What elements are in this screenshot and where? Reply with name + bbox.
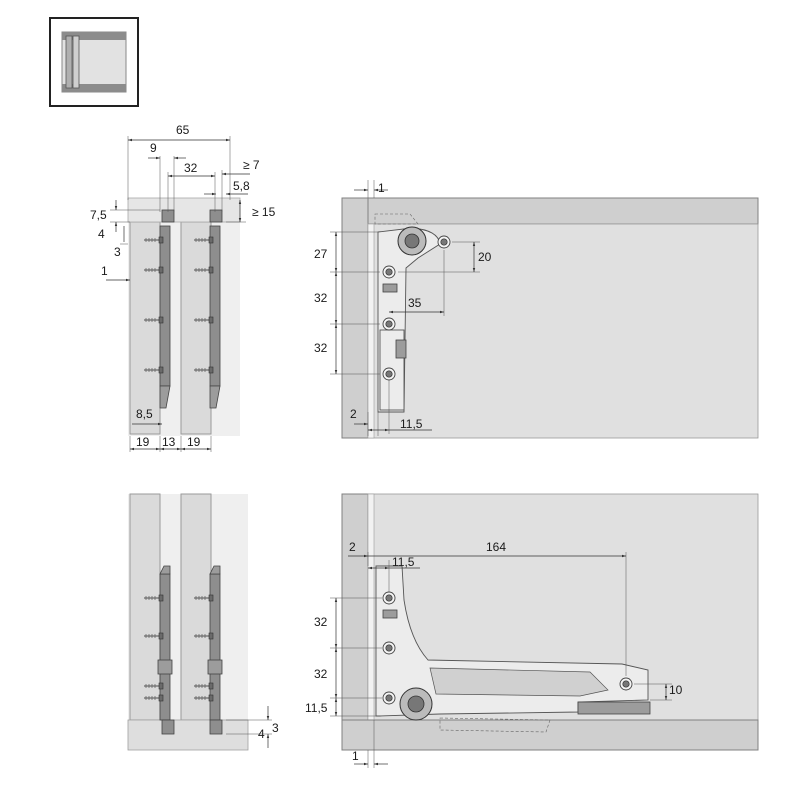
- dim-35: 35: [408, 296, 422, 310]
- top-right-section-view: 1 27 20 32 35 32 2 11,5: [314, 180, 759, 439]
- dim-1: 1: [378, 181, 385, 195]
- dim-7-5: 7,5: [90, 208, 107, 222]
- dim-65: 65: [176, 123, 190, 137]
- panel-arrangement-symbol-icon: [49, 17, 139, 107]
- dim-32-upper: 32: [314, 291, 328, 305]
- dim-2: 2: [349, 540, 356, 554]
- dim-32-upper: 32: [314, 615, 328, 629]
- dim-32: 32: [184, 161, 198, 175]
- dim-2: 2: [350, 407, 357, 421]
- dim-20: 20: [478, 250, 492, 264]
- dim-1: 1: [352, 749, 359, 763]
- dim-8-5: 8,5: [136, 407, 153, 421]
- dim-13: 13: [162, 435, 176, 449]
- dim-3: 3: [114, 245, 121, 259]
- dim-19-left: 19: [136, 435, 150, 449]
- dim-ge7: ≥ 7: [243, 158, 260, 172]
- bottom-right-section-view: 2 11,5 164 32 32 10 11,5 1: [305, 493, 759, 768]
- dim-5-8: 5,8: [233, 179, 250, 193]
- dim-32-lower: 32: [314, 341, 328, 355]
- dim-32-lower: 32: [314, 667, 328, 681]
- dim-3: 3: [272, 721, 279, 735]
- dim-1: 1: [101, 264, 108, 278]
- dim-10: 10: [669, 683, 683, 697]
- dim-11-5-top: 11,5: [392, 555, 415, 569]
- dim-4: 4: [98, 227, 105, 241]
- bottom-left-section-view: 4 3: [127, 493, 279, 751]
- dim-27: 27: [314, 247, 328, 261]
- top-left-section-view: 65 9 32 ≥ 7 5,8 ≥ 15 7,5 4 3 1 8,5: [90, 123, 276, 452]
- dim-ge15: ≥ 15: [252, 205, 276, 219]
- dim-11-5: 11,5: [400, 417, 423, 431]
- dim-19-right: 19: [187, 435, 201, 449]
- dim-4: 4: [258, 727, 265, 741]
- dim-9: 9: [150, 141, 157, 155]
- dim-164: 164: [486, 540, 506, 554]
- dim-11-5-bottom: 11,5: [305, 701, 328, 715]
